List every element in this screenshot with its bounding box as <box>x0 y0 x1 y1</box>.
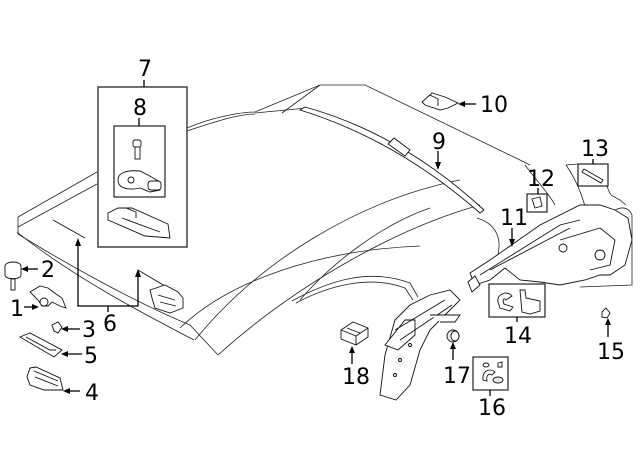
part-3-clip <box>51 321 80 334</box>
callout-17[interactable]: 17 <box>443 364 471 389</box>
part-12-box <box>526 188 548 213</box>
callout-13[interactable]: 13 <box>581 137 609 162</box>
leader-10 <box>458 101 476 107</box>
part-2-knob <box>4 261 38 291</box>
callout-1[interactable]: 1 <box>10 297 24 322</box>
callout-2[interactable]: 2 <box>41 258 55 283</box>
part-7-kit-box <box>97 80 188 248</box>
callout-14[interactable]: 14 <box>504 324 532 349</box>
part-13-box <box>565 159 627 206</box>
leader-9 <box>435 151 441 170</box>
callout-8[interactable]: 8 <box>133 96 147 121</box>
bolt-icon <box>132 139 142 160</box>
part-14-box <box>488 283 546 322</box>
part-17-grommet <box>446 329 460 360</box>
callout-11[interactable]: 11 <box>500 206 528 231</box>
sensor-icon <box>117 170 162 193</box>
callout-7[interactable]: 7 <box>138 57 152 82</box>
part-9-roof-rail <box>298 106 485 214</box>
callout-labels: 1 2 3 4 5 6 7 8 9 10 11 12 13 14 15 16 1… <box>10 57 625 421</box>
callout-9[interactable]: 9 <box>432 130 446 155</box>
side-panel-structure <box>379 289 461 401</box>
convertible-top-outline <box>16 84 591 356</box>
callout-5[interactable]: 5 <box>84 344 98 369</box>
callout-4[interactable]: 4 <box>85 381 99 406</box>
callout-6[interactable]: 6 <box>103 312 117 337</box>
part-6-rods <box>52 219 184 314</box>
callout-3[interactable]: 3 <box>82 318 96 343</box>
part-15-clip <box>601 307 611 337</box>
bracket-icon <box>107 207 171 239</box>
part-4-cover <box>26 366 80 394</box>
callout-12[interactable]: 12 <box>527 167 555 192</box>
part-18-block <box>340 321 369 364</box>
callout-15[interactable]: 15 <box>597 340 625 365</box>
part-16-box <box>472 356 509 396</box>
callout-18[interactable]: 18 <box>342 365 370 390</box>
part-1-latch <box>24 285 67 310</box>
part-10-clip <box>421 92 460 111</box>
part-11-hinge-mechanism <box>467 204 633 293</box>
callout-10[interactable]: 10 <box>480 93 508 118</box>
callout-16[interactable]: 16 <box>478 396 506 421</box>
part-5-strip <box>18 332 82 358</box>
